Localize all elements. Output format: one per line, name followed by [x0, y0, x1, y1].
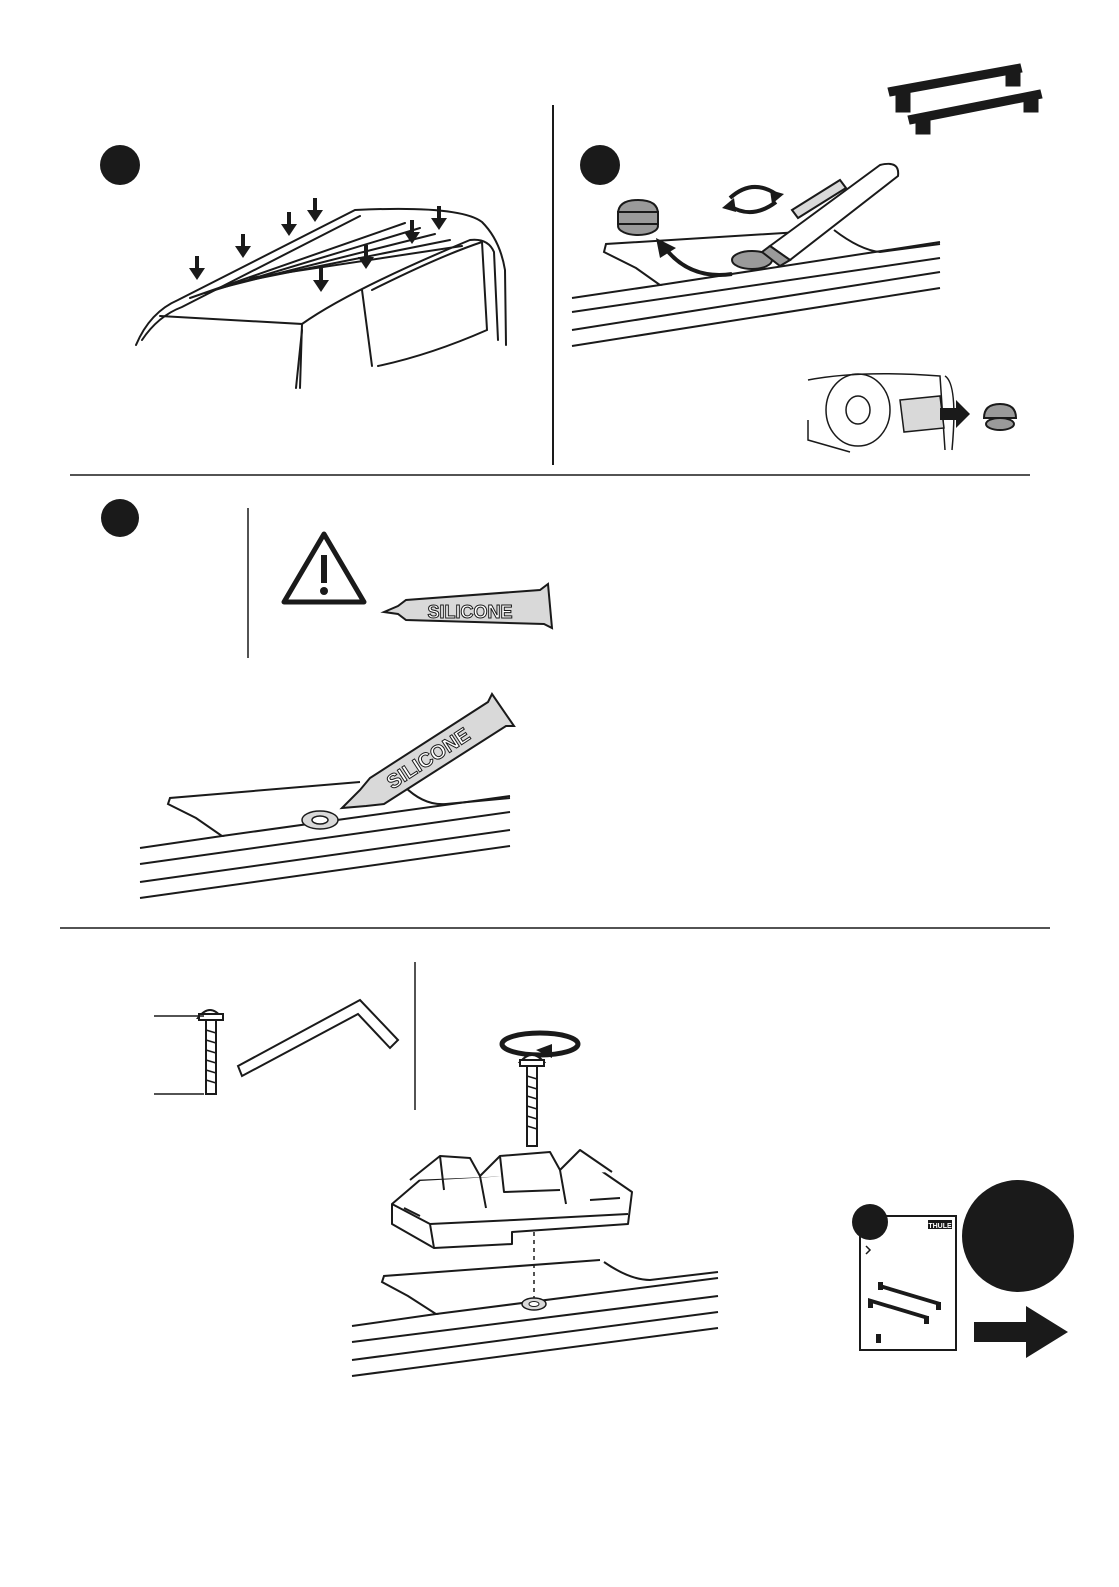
next-step-marker [962, 1180, 1074, 1292]
bolt-length-bracket [154, 1016, 204, 1094]
down-arrow-icon [313, 268, 329, 292]
roof-rail-step3 [140, 782, 510, 898]
roof-rail-step4 [352, 1260, 718, 1376]
rotate-arrow-icon [502, 1033, 578, 1058]
hex-key-illustration [238, 1000, 398, 1076]
roof-rail-step2 [572, 230, 940, 346]
roof-mount-arrows [189, 198, 447, 292]
van-roof-illustration [136, 209, 506, 388]
warning-triangle-icon [284, 534, 364, 602]
mini-bolt-icon [876, 1334, 881, 1343]
down-arrow-icon [189, 256, 205, 280]
rack-foot-illustration [392, 1150, 632, 1248]
thumbnail-step-marker [852, 1204, 888, 1240]
step-marker-3 [101, 499, 139, 537]
rubber-plug-inset [984, 404, 1016, 430]
bolt-installed [520, 1055, 544, 1146]
mounting-hole [522, 1298, 546, 1310]
silicone-tube-text: SILICONE [427, 602, 512, 622]
car-interior-inset [808, 374, 954, 452]
down-arrow-icon [281, 212, 297, 236]
silicone-tube-applied: SILICONE [342, 694, 514, 808]
silicone-tube: SILICONE [384, 584, 552, 628]
next-manual-thumbnail: THULE [852, 1204, 956, 1350]
down-arrow-icon [358, 245, 374, 269]
rubber-plug-removed [618, 200, 658, 235]
down-arrow-icon [307, 198, 323, 222]
insert-arrow-icon [940, 400, 970, 428]
brand-mark: THULE [928, 1223, 952, 1230]
step-marker-2 [580, 145, 620, 185]
right-arrow-icon [974, 1306, 1068, 1358]
mounting-hole-with-silicone [302, 811, 338, 829]
curved-arrow-icon [665, 248, 732, 275]
bolt-illustration [198, 1010, 223, 1094]
silicone-tube-applied-text: SILICONE [383, 724, 474, 794]
down-arrow-icon [235, 234, 251, 258]
step-marker-1 [100, 145, 140, 185]
rotate-arrow-icon [722, 187, 784, 212]
roof-rack-thumbnail [888, 64, 1042, 134]
